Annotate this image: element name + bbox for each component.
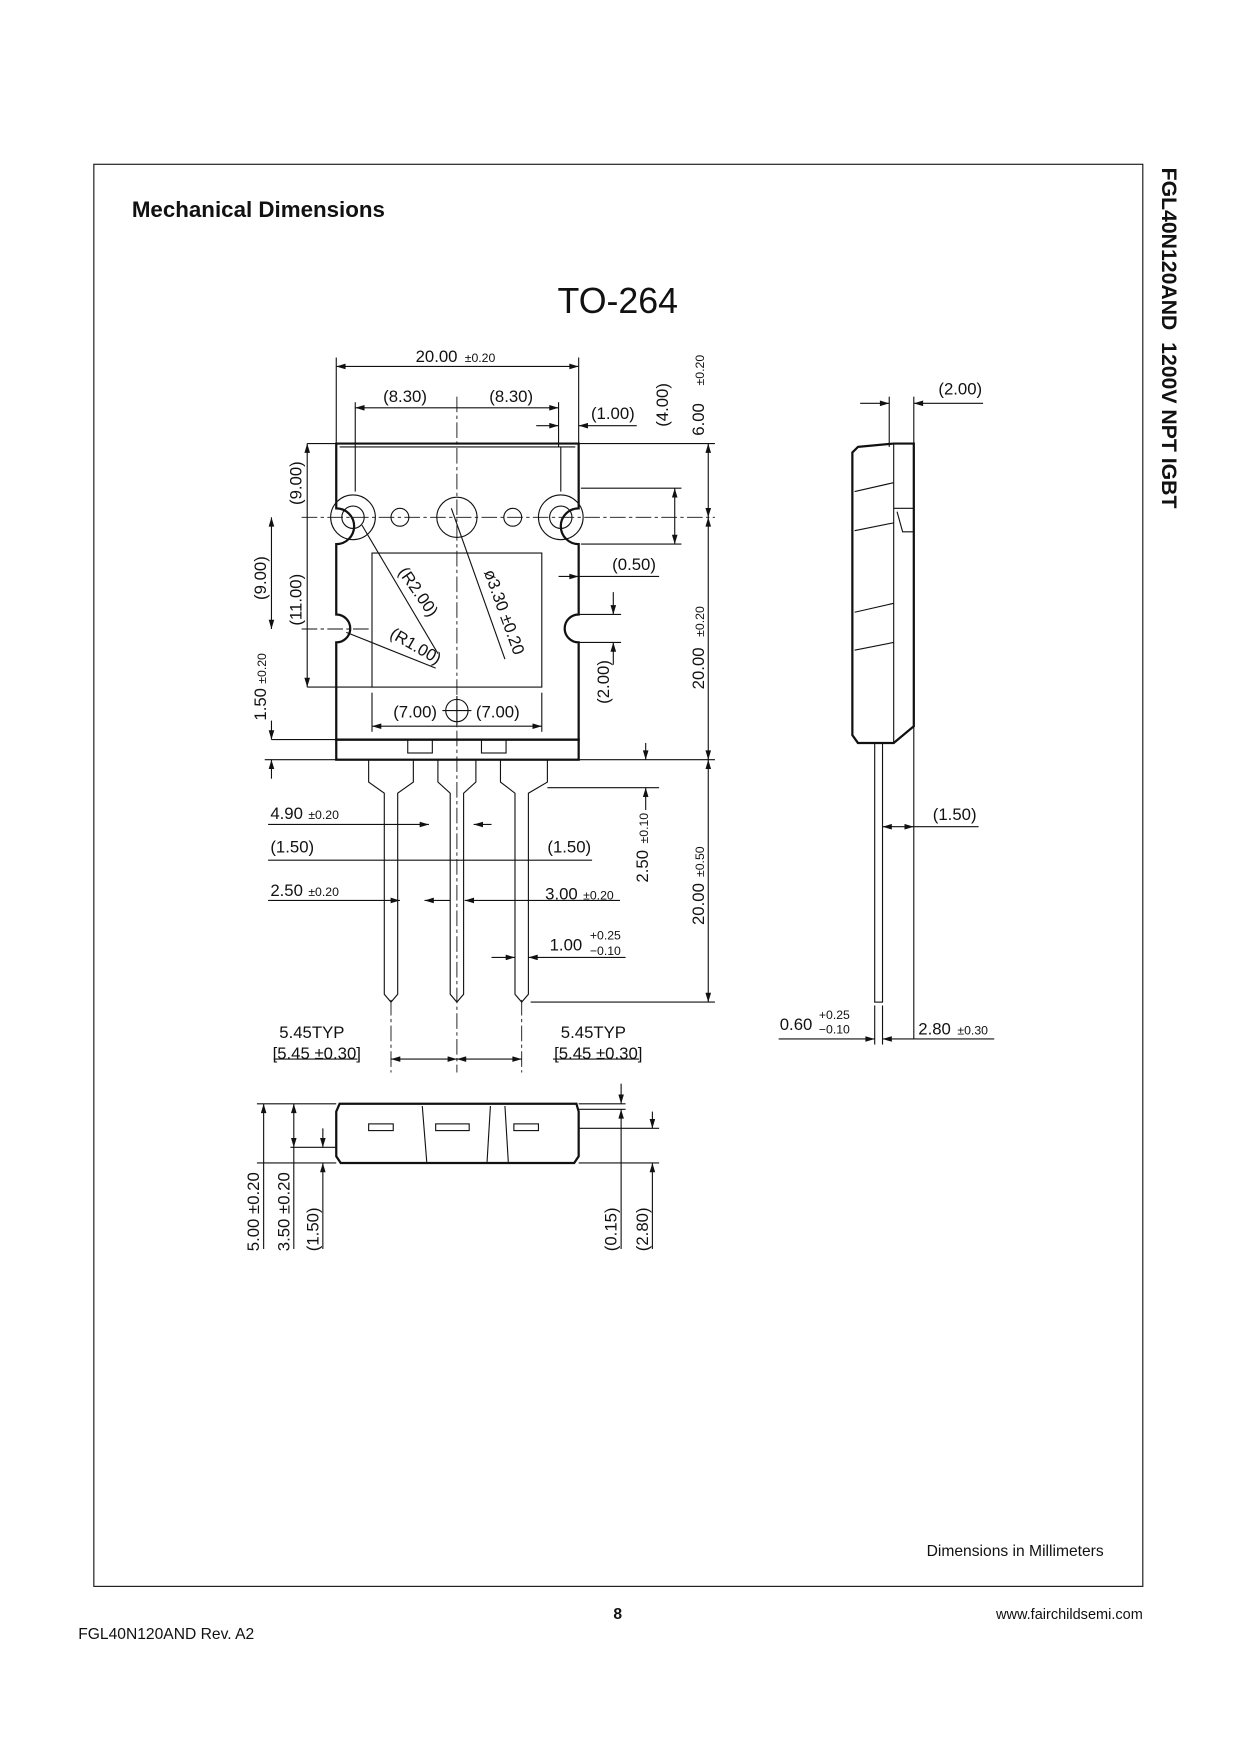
dim-tol: +0.25	[590, 929, 621, 943]
dim-tol: ±0.20	[255, 653, 269, 684]
dim-tol: ±0.50	[693, 846, 707, 877]
side-title: FGL40N120AND 1200V NPT IGBT	[1157, 168, 1180, 509]
dim-label: 0.60	[780, 1015, 813, 1034]
dim-tol: ±0.10	[637, 813, 651, 844]
dim-label: 5.00 ±0.20	[244, 1172, 263, 1251]
dim-tol: ±0.20	[693, 355, 707, 386]
doc-revision: FGL40N120AND Rev. A2	[78, 1626, 254, 1643]
dim-label: (1.50)	[933, 805, 977, 824]
dim-tol: +0.25	[819, 1008, 850, 1022]
dim-label: 5.45TYP	[279, 1023, 344, 1042]
dim-label: (9.00)	[251, 556, 270, 600]
dim-tol: ±0.30	[957, 1024, 988, 1038]
dim-label: (0.50)	[612, 555, 656, 574]
units-note: Dimensions in Millimeters	[927, 1543, 1104, 1560]
front-view	[301, 396, 715, 1073]
dim-label: [5.45 ±0.30]	[273, 1044, 361, 1063]
dim-label: 6.00	[689, 403, 708, 436]
dim-label: 5.45TYP	[561, 1023, 626, 1042]
page-frame	[93, 163, 1144, 1587]
dim-label: (1.00)	[591, 404, 635, 423]
dim-label: 3.00	[545, 884, 578, 903]
dim-label: 20.00	[689, 883, 708, 925]
dim-label: 2.50	[633, 850, 652, 883]
dim-label: [5.45 ±0.30]	[554, 1044, 642, 1063]
dim-label: 1.00	[550, 936, 583, 955]
dim-label: (11.00)	[287, 574, 306, 626]
dim-label: 1.50	[251, 688, 270, 721]
dim-label: (9.00)	[287, 461, 306, 505]
dim-label: (2.80)	[633, 1207, 652, 1251]
dim-label: 3.50 ±0.20	[274, 1172, 293, 1251]
dim-label: ø3.30 ±0.20	[480, 567, 528, 657]
dim-label: (7.00)	[476, 702, 520, 721]
bottom-view	[256, 1083, 660, 1249]
dim-tol: −0.10	[819, 1022, 850, 1036]
dim-label: (4.00)	[653, 383, 672, 427]
dimension-lines	[264, 357, 715, 1062]
dim-label: (2.00)	[594, 660, 613, 704]
dim-label: (1.50)	[303, 1207, 322, 1251]
dim-label: 2.50	[270, 881, 303, 900]
dim-label: (2.00)	[938, 379, 982, 398]
dim-tol: −0.10	[590, 944, 621, 958]
dim-label: (1.50)	[270, 837, 314, 856]
website-link[interactable]: www.fairchildsemi.com	[995, 1607, 1143, 1623]
dim-label: (7.00)	[393, 702, 437, 721]
dim-tol: ±0.20	[308, 808, 339, 822]
dim-tol: ±0.20	[583, 888, 614, 902]
dim-tol: ±0.20	[465, 351, 496, 365]
dim-label: (8.30)	[489, 387, 533, 406]
section-title: Mechanical Dimensions	[132, 197, 385, 222]
dim-tol: ±0.20	[693, 606, 707, 637]
dim-tol: ±0.20	[308, 885, 339, 899]
dim-label: 20.00	[689, 647, 708, 689]
target-symbol-icon	[442, 696, 472, 726]
dim-label: 2.80	[918, 1020, 951, 1039]
dim-label: (0.15)	[602, 1207, 621, 1251]
dim-label: 4.90	[270, 804, 303, 823]
dim-label: (8.30)	[383, 387, 427, 406]
package-name: TO-264	[558, 281, 678, 321]
dim-label: (R1.00)	[387, 624, 445, 668]
dim-label: 20.00	[416, 347, 458, 366]
page-number: 8	[613, 1606, 622, 1623]
dim-label: (1.50)	[547, 837, 591, 856]
side-view	[778, 396, 995, 1045]
